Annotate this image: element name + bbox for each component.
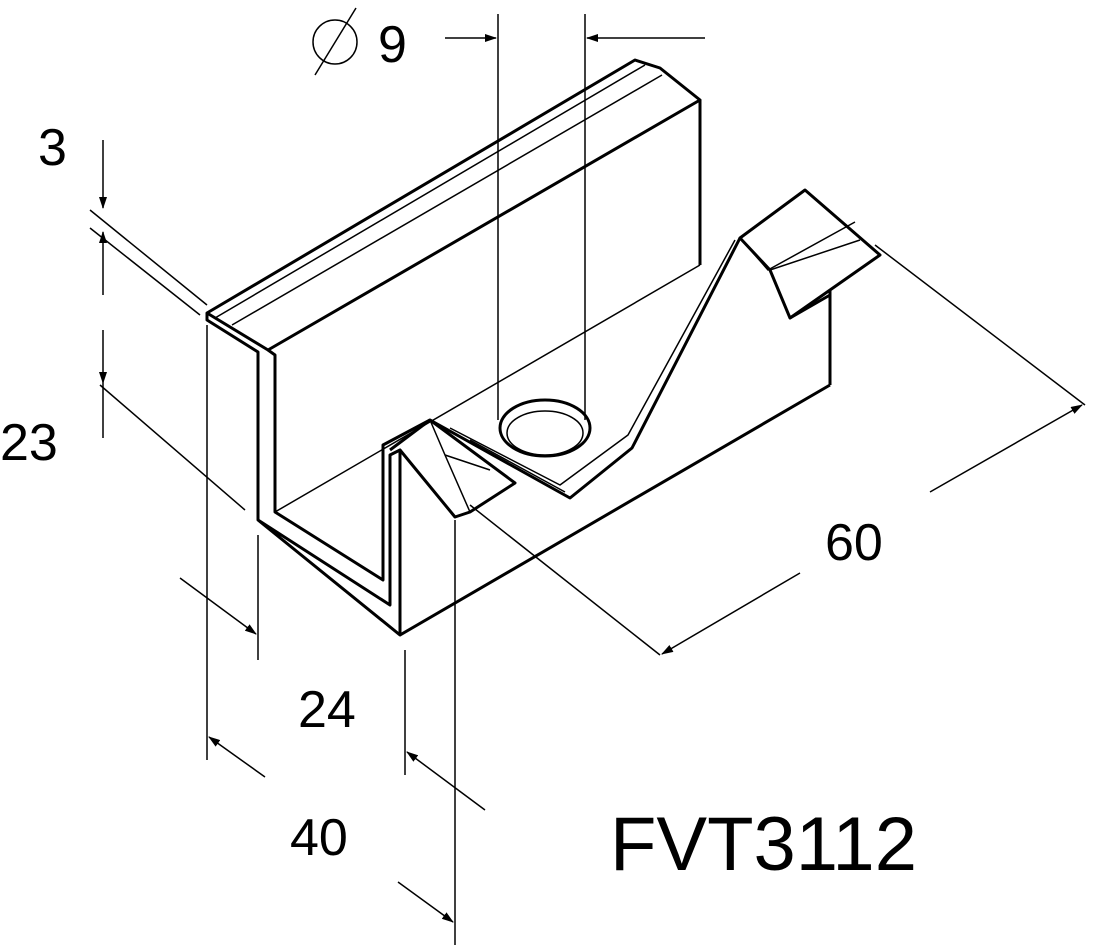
dimension-lines <box>89 14 1086 945</box>
part-number: FVT3112 <box>610 802 917 887</box>
diameter-symbol-icon <box>312 7 358 76</box>
dim-inner-width: 24 <box>298 681 356 739</box>
dim-outer-width: 40 <box>290 809 348 867</box>
dim-height: 23 <box>0 414 58 472</box>
part-outline <box>205 58 882 637</box>
dim-length: 60 <box>825 514 883 572</box>
dim-wall-thickness: 3 <box>38 119 67 177</box>
dim-hole-diameter: 9 <box>378 16 407 74</box>
